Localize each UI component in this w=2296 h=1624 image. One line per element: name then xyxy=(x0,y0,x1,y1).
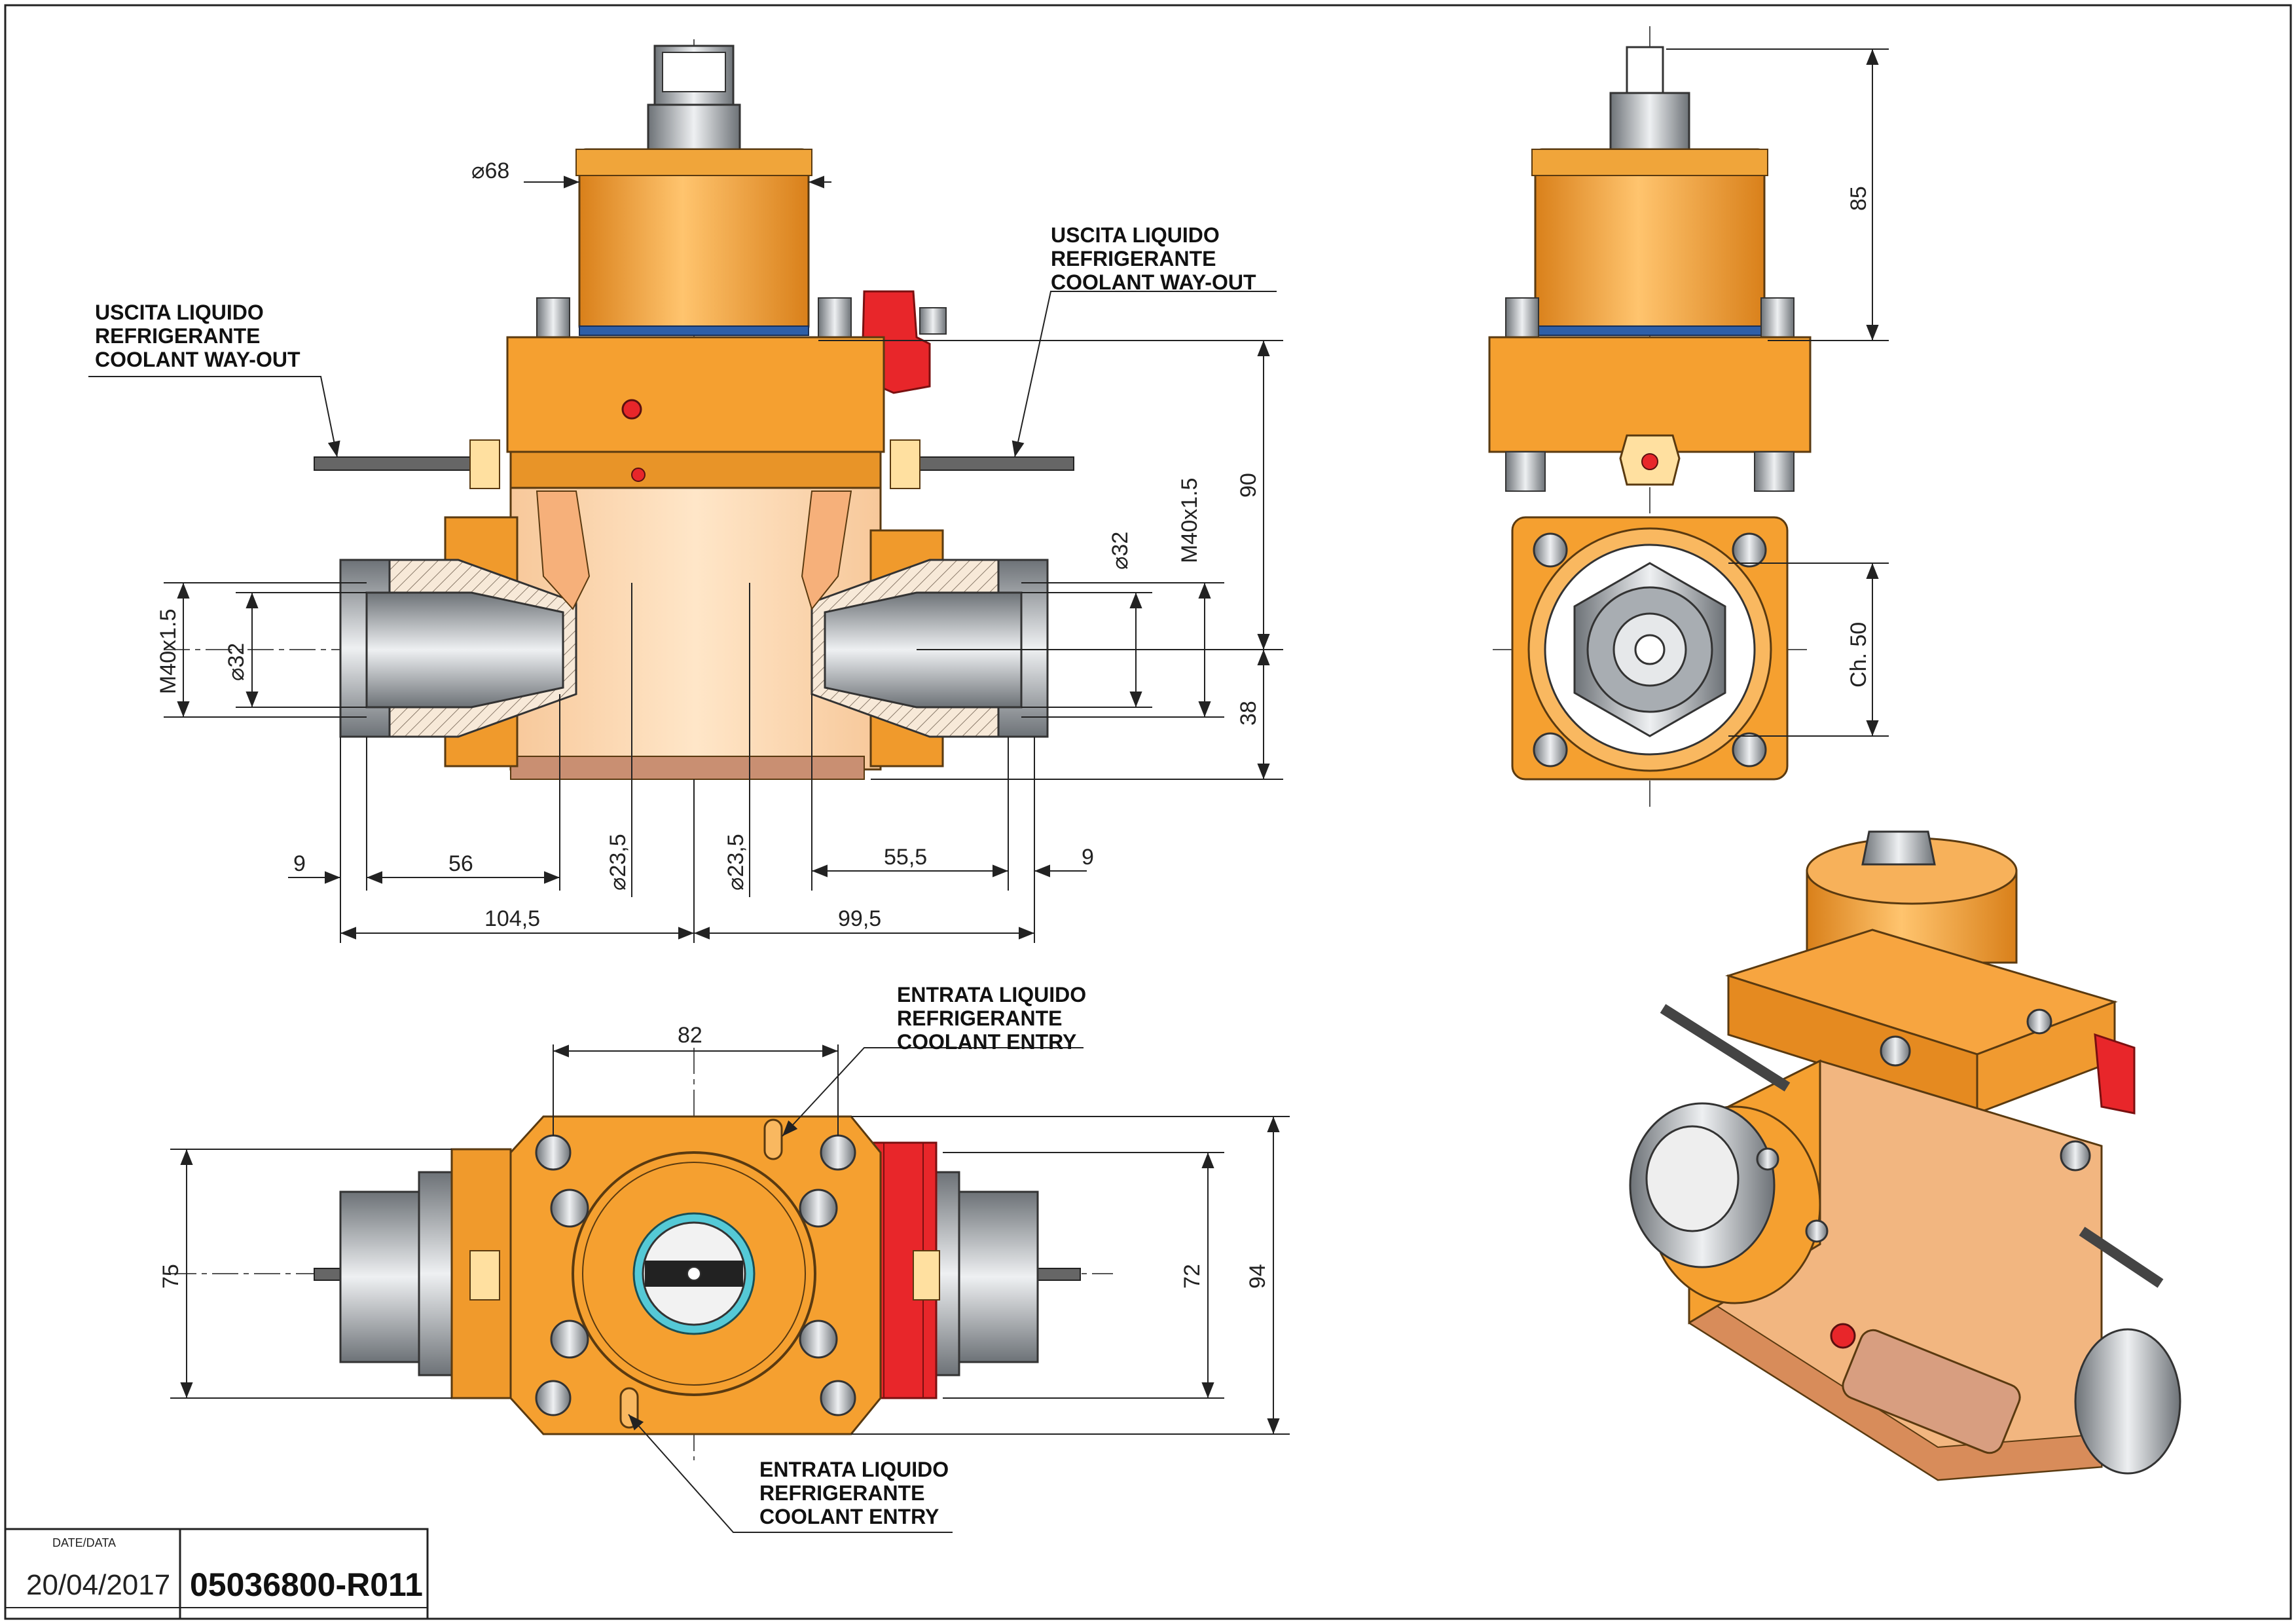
front-leaders xyxy=(88,291,1277,458)
flange-bolt-right xyxy=(818,297,852,338)
iso-pipe-right xyxy=(2079,1227,2164,1288)
collet-left xyxy=(365,591,564,709)
dim-dia23-left-text: ⌀23,5 xyxy=(606,834,630,891)
dim-82-text: 82 xyxy=(678,1023,702,1048)
dim-90-text: 90 xyxy=(1236,473,1261,498)
side-bolt-br xyxy=(1732,732,1767,767)
side-seal-ring xyxy=(1535,325,1765,336)
top-view xyxy=(170,1048,1113,1460)
motor-cap xyxy=(575,149,812,176)
iso-collet-right xyxy=(2074,1328,2181,1475)
note-coolant-out-right: USCITA LIQUIDO REFRIGERANTE COOLANT WAY-… xyxy=(1051,223,1256,294)
dim-99-text: 99,5 xyxy=(838,906,881,931)
iso-shaft xyxy=(1861,830,1936,866)
dim-104-text: 104,5 xyxy=(484,906,540,931)
dim-56-text: 56 xyxy=(448,851,473,876)
title-block xyxy=(4,1528,429,1620)
coolant-channel-right xyxy=(801,490,852,611)
note-coolant-in-bottom: ENTRATA LIQUIDO REFRIGERANTE COOLANT ENT… xyxy=(759,1458,955,1528)
dim-72-text: 72 xyxy=(1180,1264,1205,1289)
coolant-pipe-left xyxy=(314,456,479,471)
pipe-fitting-right xyxy=(890,439,920,489)
housing-base xyxy=(510,756,865,780)
drive-shaft-key xyxy=(662,52,726,92)
coolant-port-top xyxy=(621,399,642,420)
side-bolt-bl xyxy=(1533,732,1568,767)
flange-bolt-left xyxy=(536,297,570,338)
iso-red-coupling xyxy=(2094,1033,2136,1115)
dim-9-right-text: 9 xyxy=(1082,845,1094,870)
side-shaft xyxy=(1609,92,1690,153)
side-motor-housing xyxy=(1534,148,1766,334)
coolant-pipe-right xyxy=(909,456,1074,471)
main-block-middle xyxy=(509,451,882,489)
note-coolant-in-top: ENTRATA LIQUIDO REFRIGERANTE COOLANT ENT… xyxy=(897,983,1092,1054)
iso-base-pocket xyxy=(1842,1329,2021,1454)
side-view xyxy=(1488,26,1812,812)
top-collet-nut-left xyxy=(339,1190,420,1363)
date-label: DATE/DATA xyxy=(52,1536,116,1549)
sheet-border xyxy=(4,4,2292,1620)
dim-85-text: 85 xyxy=(1846,186,1871,211)
iso-coolant-port xyxy=(1830,1323,1856,1349)
dim-94-text: 94 xyxy=(1245,1264,1270,1289)
front-view xyxy=(164,39,1277,943)
motor-seal-ring xyxy=(579,325,809,336)
main-block-top xyxy=(506,336,885,453)
drive-shaft-body xyxy=(647,103,741,152)
side-dimensions xyxy=(1666,48,1889,737)
dim-dia32-right-text: ⌀32 xyxy=(1108,532,1133,570)
side-shaft-key xyxy=(1626,46,1664,94)
top-collet-nut-right xyxy=(958,1190,1039,1363)
dim-dia23-right-text: ⌀23,5 xyxy=(723,834,748,891)
drawing-date: 20/04/2017 xyxy=(26,1569,170,1601)
side-bolt-tr xyxy=(1732,532,1767,568)
dim-m40-right-text: M40x1.5 xyxy=(1177,478,1202,563)
dim-75-text: 75 xyxy=(158,1264,183,1289)
pipe-fitting-left xyxy=(469,439,500,489)
note-coolant-out-left: USCITA LIQUIDO REFRIGERANTE COOLANT WAY-… xyxy=(95,301,301,371)
coolant-channel-left xyxy=(536,490,591,610)
drawing-code: 05036800-R011 xyxy=(190,1566,423,1603)
iso-pipe-left xyxy=(1660,1004,1791,1092)
top-dimensions xyxy=(170,1044,1290,1533)
coupling-screw xyxy=(919,307,947,335)
coolant-port-mid xyxy=(631,468,646,482)
dim-38-text: 38 xyxy=(1236,701,1261,726)
motor-housing xyxy=(578,148,810,334)
dim-9-left-text: 9 xyxy=(293,851,306,876)
dim-ch50-text: Ch. 50 xyxy=(1846,622,1871,688)
dim-m40-left-text: M40x1.5 xyxy=(156,609,181,694)
isometric-view xyxy=(1629,830,2181,1481)
dim-dia68-text: ⌀68 xyxy=(471,158,509,183)
side-main-block xyxy=(1488,336,1812,453)
top-coolant-slot-upper xyxy=(763,1118,783,1160)
dim-55-text: 55,5 xyxy=(884,845,927,870)
dim-dia32-left-text: ⌀32 xyxy=(224,643,249,681)
side-bolt-tl xyxy=(1533,532,1568,568)
front-dimensions xyxy=(164,175,1283,943)
